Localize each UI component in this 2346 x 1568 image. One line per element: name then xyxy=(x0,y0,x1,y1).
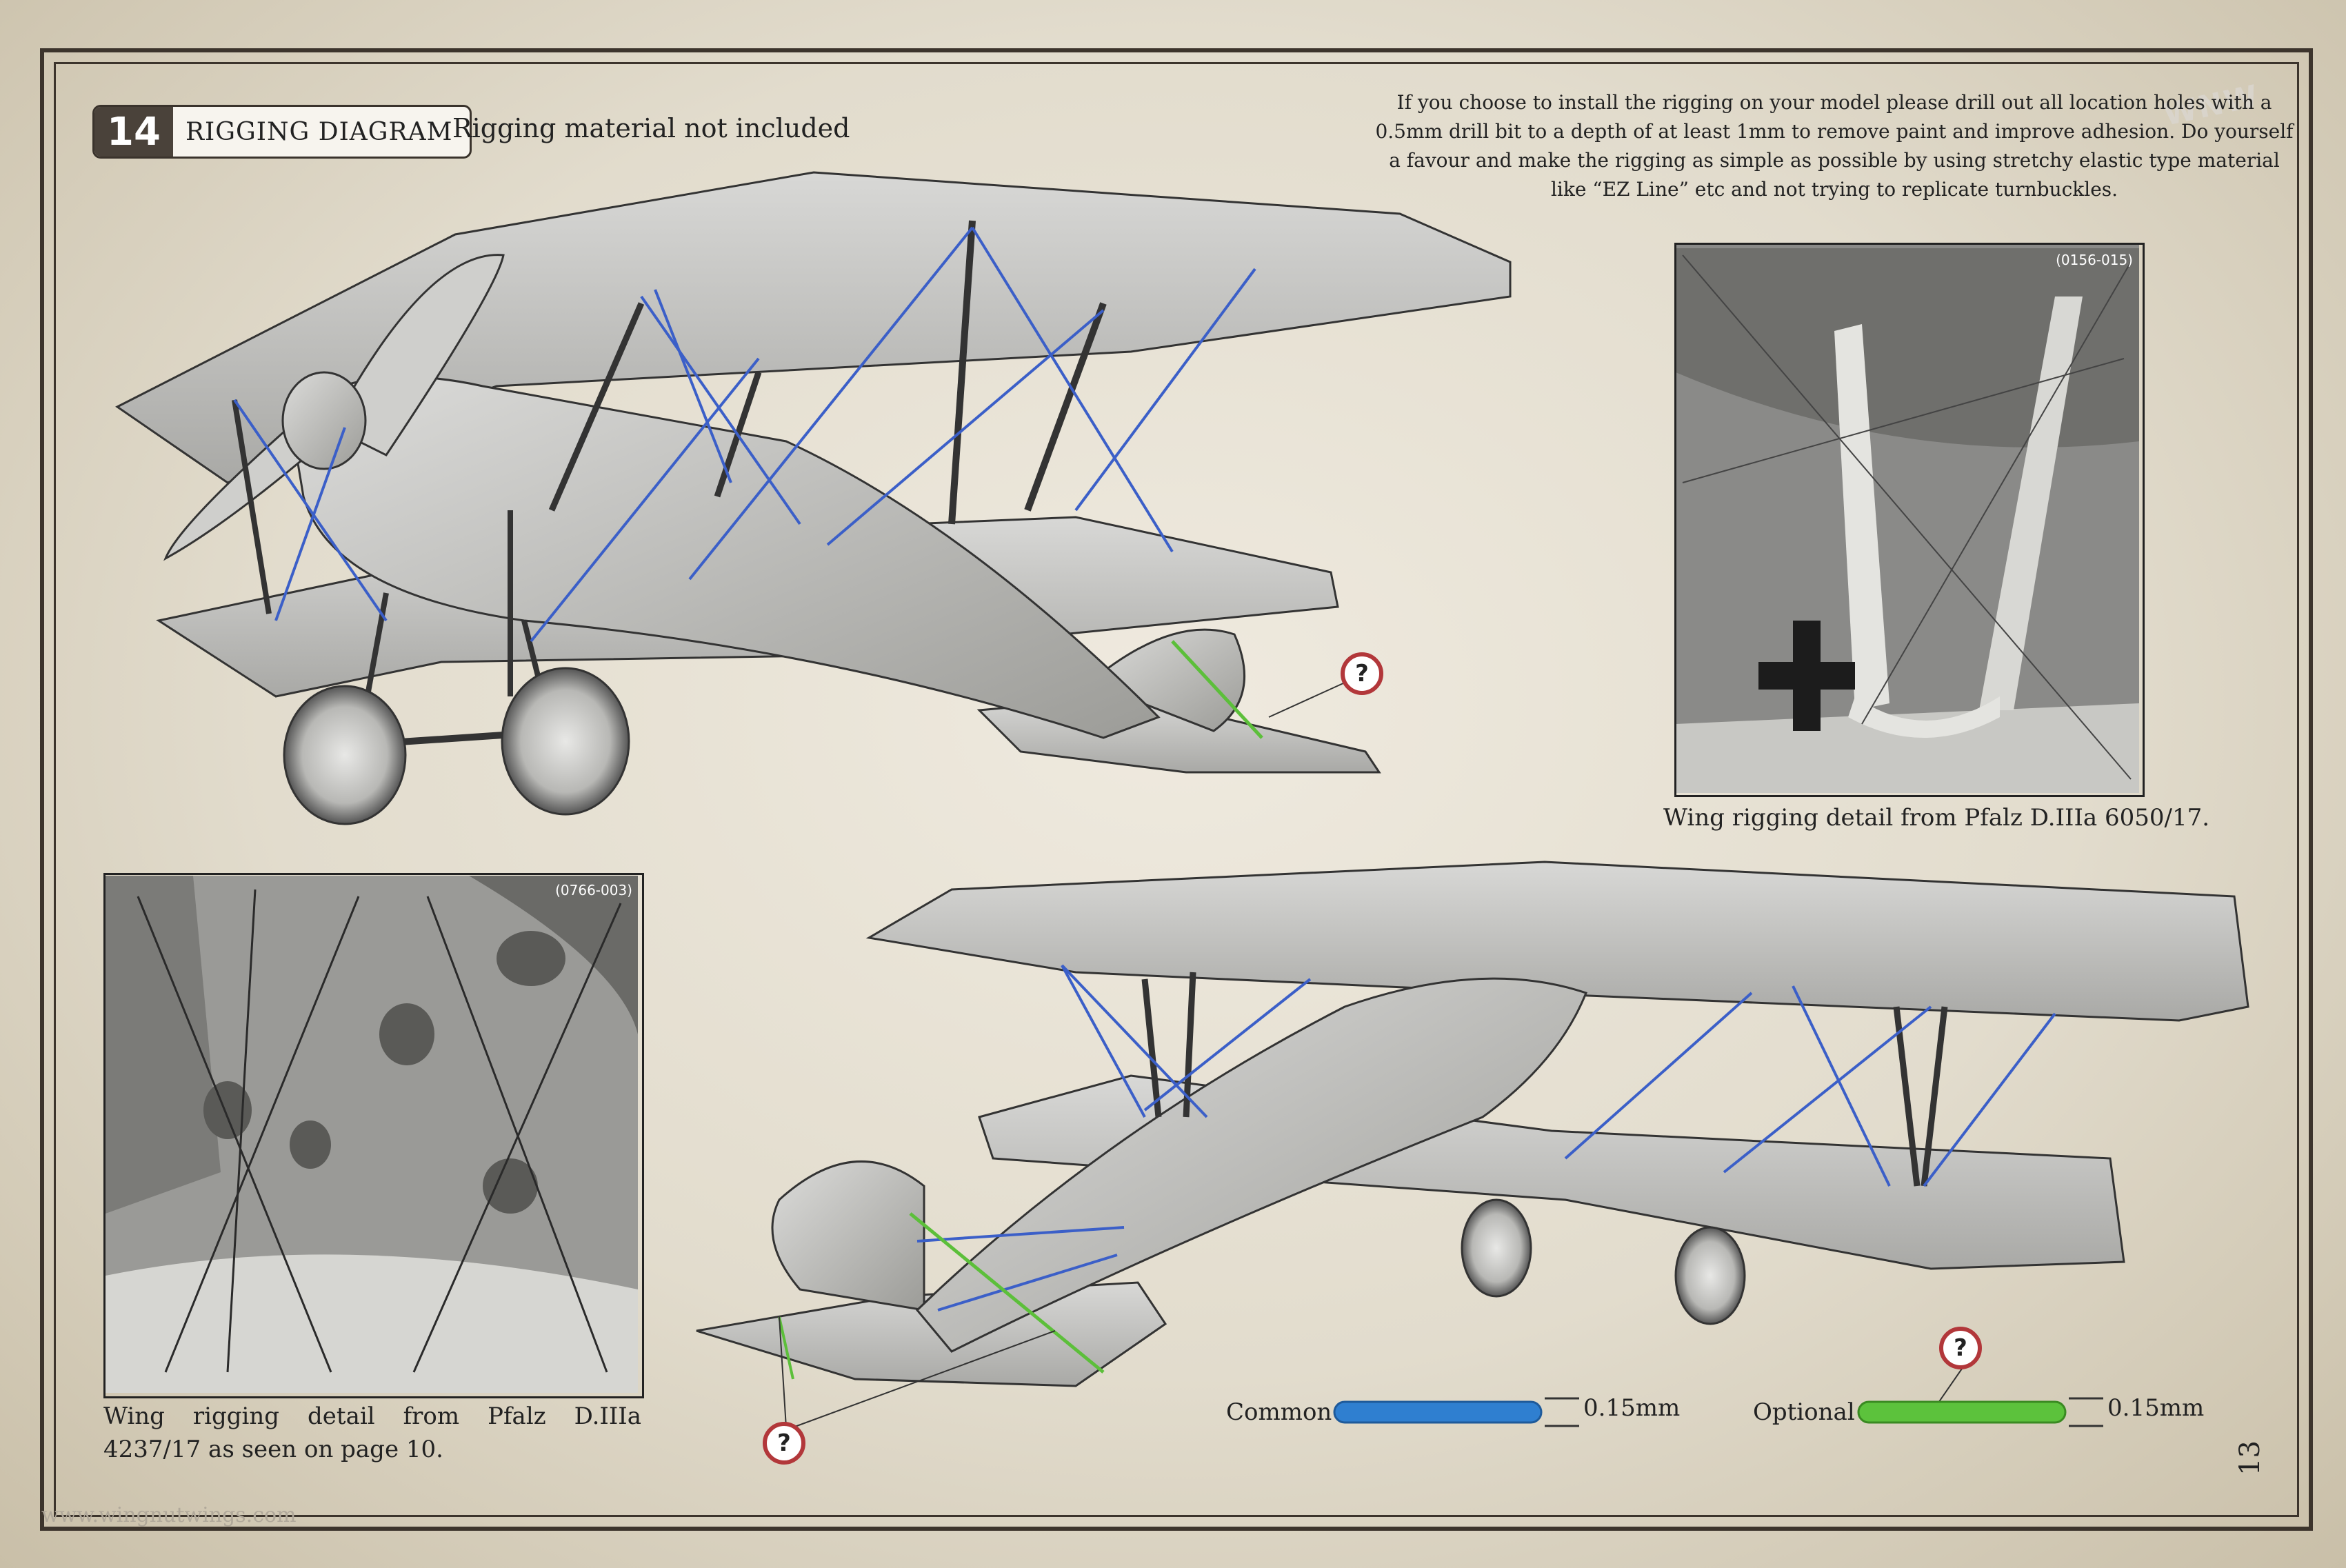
legend-swatches xyxy=(1333,1397,2103,1427)
legend-optional-label: Optional xyxy=(1753,1398,1855,1426)
legend-common-swatch xyxy=(1333,1400,1543,1424)
photo-ref: (0156-015) xyxy=(2056,252,2133,268)
question-marker: ? xyxy=(1341,652,1383,695)
watermark: www.wingnutwings.com xyxy=(41,1503,297,1527)
page-frame-outer xyxy=(40,48,2313,1531)
page-number: 13 xyxy=(2234,1440,2266,1476)
photo-strut-detail: (0156-015) xyxy=(1674,243,2145,797)
page-frame-inner xyxy=(54,62,2299,1517)
step-title: RIGGING DIAGRAM xyxy=(185,117,453,146)
step-number: 14 xyxy=(94,107,173,157)
legend-optional-size: 0.15mm xyxy=(2107,1394,2205,1422)
rigging-instructions: If you choose to install the rigging on … xyxy=(1375,91,2294,201)
question-marker: ? xyxy=(763,1422,805,1465)
step-header: 14 RIGGING DIAGRAM xyxy=(92,105,472,159)
photo-fuselage-drawing xyxy=(106,876,638,1393)
photo-ref: (0766-003) xyxy=(555,882,632,898)
photo-fuselage-caption: Wing rigging detail from Pfalz D.IIIa 42… xyxy=(103,1403,641,1463)
step-subtitle: Rigging material not included xyxy=(452,113,850,143)
photo-strut-caption: Wing rigging detail from Pfalz D.IIIa 60… xyxy=(1663,804,2210,832)
legend-common-label: Common xyxy=(1226,1398,1332,1426)
legend-common-size: 0.15mm xyxy=(1583,1394,1681,1422)
photo-fuselage-detail: (0766-003) xyxy=(103,873,644,1398)
aircraft-front-view xyxy=(115,171,1512,825)
aircraft-rear-view xyxy=(696,861,2249,1387)
photo-strut-drawing xyxy=(1676,245,2139,793)
legend-optional-swatch xyxy=(1857,1400,2067,1424)
question-marker: ? xyxy=(1939,1327,1982,1369)
